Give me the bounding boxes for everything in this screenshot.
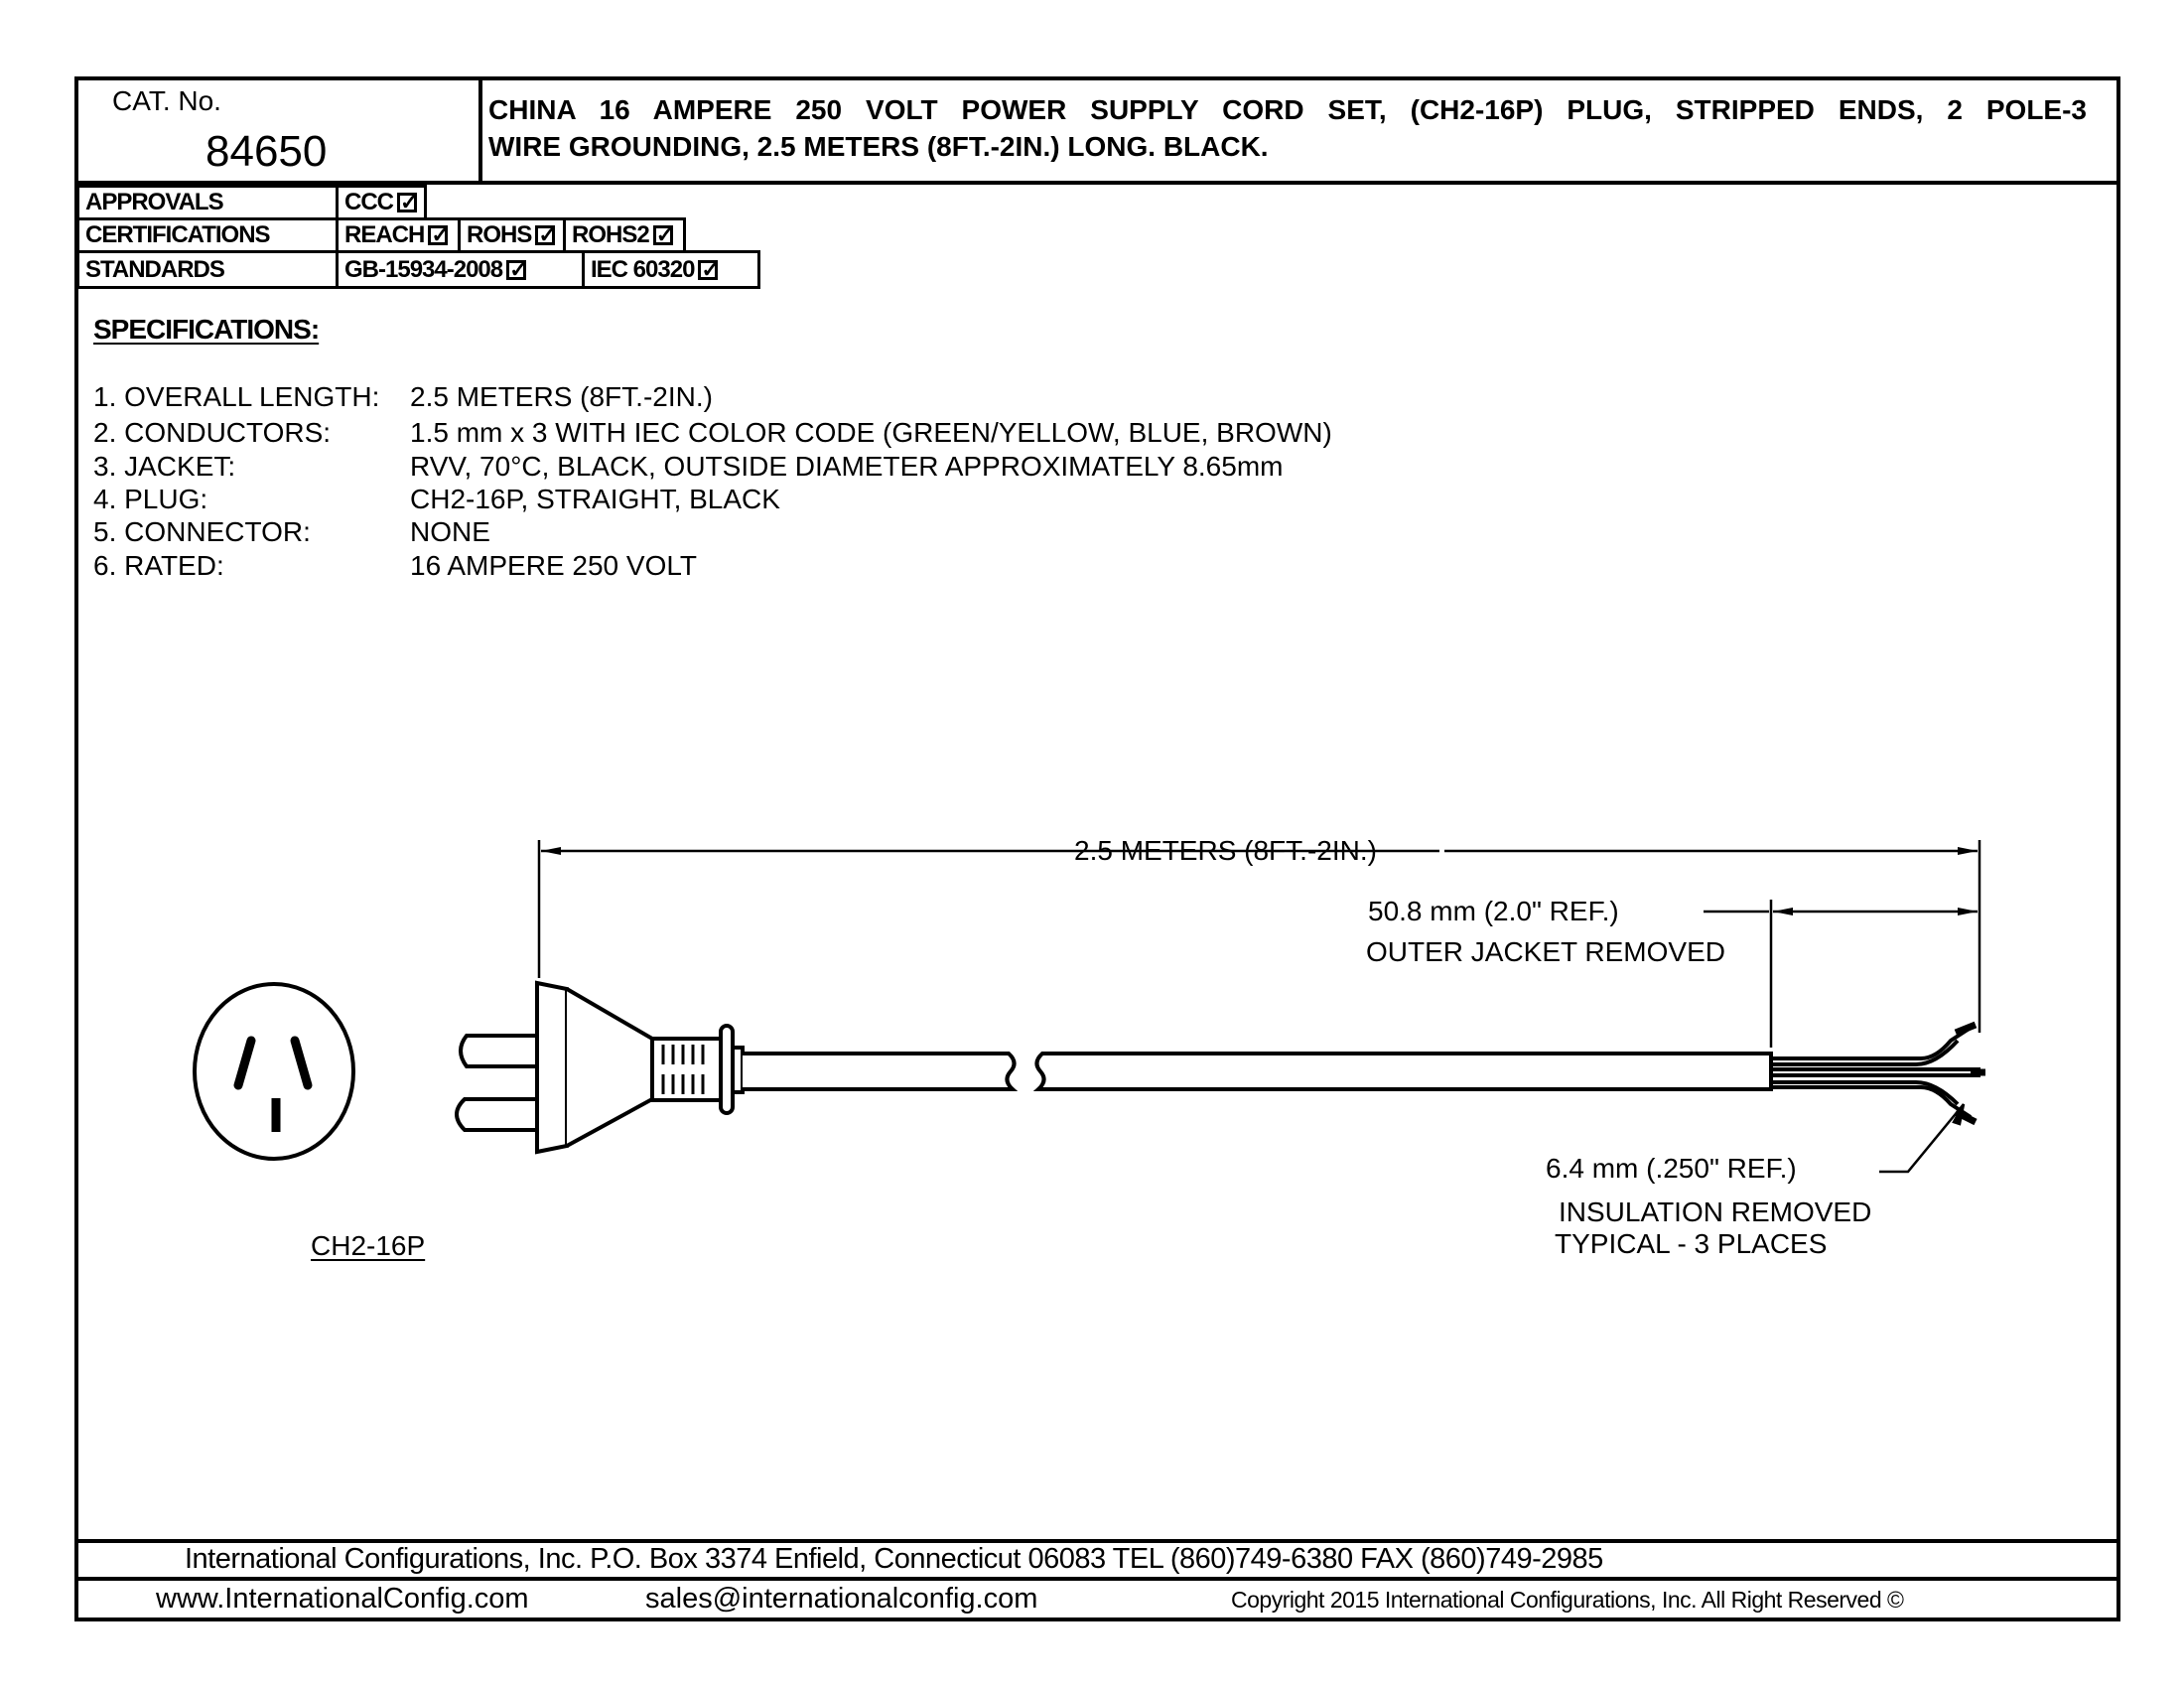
jacket-strip-note: OUTER JACKET REMOVED bbox=[1366, 936, 1725, 967]
spec-label: 1. OVERALL LENGTH: bbox=[93, 381, 380, 412]
spec-label: 2. CONDUCTORS: bbox=[93, 417, 332, 448]
checkbox-checked-icon: ✓ bbox=[652, 224, 674, 246]
cat-number-label: CAT. No. bbox=[112, 85, 221, 116]
checkbox-checked-icon: ✓ bbox=[506, 258, 528, 280]
description-line-1: CHINA 16 AMPERE 250 VOLT POWER SUPPLY CO… bbox=[488, 96, 2087, 125]
spec-value: NONE bbox=[410, 516, 490, 547]
plug-type-label: CH2-16P bbox=[311, 1230, 426, 1261]
std-text: GB-15934-2008 bbox=[344, 255, 503, 283]
standards-label: STANDARDS bbox=[76, 250, 339, 289]
spec-label: 5. CONNECTOR: bbox=[93, 516, 311, 547]
copyright-notice: Copyright 2015 International Configurati… bbox=[1231, 1587, 1904, 1613]
checkbox-checked-icon: ✓ bbox=[535, 224, 557, 246]
insulation-strip-note: INSULATION REMOVED bbox=[1559, 1196, 1872, 1227]
spec-value: 16 AMPERE 250 VOLT bbox=[410, 550, 697, 581]
checkbox-checked-icon: ✓ bbox=[698, 258, 720, 280]
stripped-wires-icon bbox=[1771, 1021, 1985, 1126]
cert-text: ROHS2 bbox=[572, 221, 650, 248]
cert-reach: REACH✓ bbox=[336, 217, 461, 253]
email-link[interactable]: sales@internationalconfig.com bbox=[645, 1583, 1038, 1615]
spec-value: CH2-16P, STRAIGHT, BLACK bbox=[410, 484, 780, 514]
spec-value: 2.5 METERS (8FT.-2IN.) bbox=[410, 381, 713, 412]
spec-value: 1.5 mm x 3 WITH IEC COLOR CODE (GREEN/YE… bbox=[410, 417, 1332, 448]
insulation-strip-note-typical: TYPICAL - 3 PLACES bbox=[1555, 1228, 1828, 1259]
approval-text: CCC bbox=[344, 189, 394, 215]
spec-value: RVV, 70°C, BLACK, OUTSIDE DIAMETER APPRO… bbox=[410, 451, 1284, 482]
cert-rohs: ROHS✓ bbox=[458, 217, 566, 253]
approval-ccc: CCC✓ bbox=[336, 185, 427, 220]
sheet-frame bbox=[74, 76, 2120, 1621]
specifications-heading: SPECIFICATIONS: bbox=[93, 314, 320, 345]
spec-label: 4. PLUG: bbox=[93, 484, 208, 514]
cert-text: REACH bbox=[344, 221, 425, 248]
plug-face-icon bbox=[193, 982, 355, 1161]
approvals-label: APPROVALS bbox=[76, 185, 339, 220]
checkbox-checked-icon: ✓ bbox=[397, 192, 418, 213]
checkbox-checked-icon: ✓ bbox=[428, 224, 450, 246]
company-address: International Configurations, Inc. P.O. … bbox=[185, 1543, 1603, 1575]
std-gb: GB-15934-2008✓ bbox=[336, 250, 585, 289]
std-iec: IEC 60320✓ bbox=[582, 250, 760, 289]
spec-label: 3. JACKET: bbox=[93, 451, 236, 482]
dimension-lines bbox=[537, 840, 1981, 1174]
overall-length-dimension: 2.5 METERS (8FT.-2IN.) bbox=[1074, 835, 1377, 866]
plug-side-icon bbox=[455, 980, 1773, 1155]
insulation-strip-dimension: 6.4 mm (.250" REF.) bbox=[1546, 1153, 1797, 1184]
certifications-label: CERTIFICATIONS bbox=[76, 217, 339, 253]
cat-number: 84650 bbox=[205, 127, 328, 176]
std-text: IEC 60320 bbox=[591, 255, 695, 283]
description-line-2: WIRE GROUNDING, 2.5 METERS (8FT.-2IN.) L… bbox=[488, 131, 1269, 162]
spec-label: 6. RATED: bbox=[93, 550, 224, 581]
cert-rohs2: ROHS2✓ bbox=[563, 217, 686, 253]
website-link[interactable]: www.InternationalConfig.com bbox=[156, 1583, 529, 1615]
jacket-strip-dimension: 50.8 mm (2.0" REF.) bbox=[1368, 896, 1619, 926]
cert-text: ROHS bbox=[467, 221, 532, 248]
